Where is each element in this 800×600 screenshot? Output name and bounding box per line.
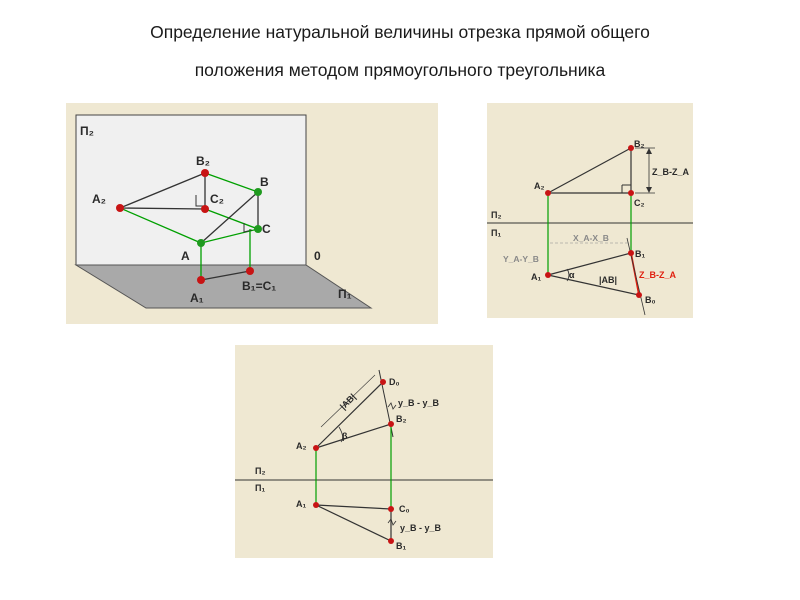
edge-a2-b2 [119, 172, 206, 209]
label-pi2: П₂ [80, 124, 94, 138]
point-b2 [201, 169, 209, 177]
title-line-2: положения методом прямоугольного треугол… [194, 60, 606, 80]
point-b1 [388, 538, 394, 544]
point-c0 [388, 506, 394, 512]
point-a1 [313, 502, 319, 508]
dim-ab [320, 374, 376, 428]
label-b1: B₁ [635, 249, 645, 259]
label-b2: B₂ [196, 154, 210, 168]
point-c2 [628, 190, 634, 196]
label-pi2: П₂ [255, 466, 265, 476]
label-dy-top: y_B - y_B [398, 398, 440, 408]
edge-a2-c2 [119, 207, 206, 210]
label-pi2: П₂ [491, 210, 501, 220]
title-line-1: Определение натуральной величины отрезка… [150, 22, 650, 42]
label-pi1: П₁ [338, 287, 352, 301]
point-b2 [628, 145, 634, 151]
frontal-plane [75, 114, 307, 266]
diagram-3d: П₂ П₁ 0 A₂ B₂ C₂ B C A A₁ B₁=C₁ [74, 114, 373, 309]
point-b1 [628, 250, 634, 256]
break-mark-bottom [387, 518, 397, 526]
label-beta: β [342, 431, 348, 441]
panel-3d-view: П₂ П₁ 0 A₂ B₂ C₂ B C A A₁ B₁=C₁ [66, 103, 438, 324]
label-a2: A₂ [92, 192, 106, 206]
label-a2: A₂ [534, 181, 545, 191]
label-pi1: П₁ [255, 483, 265, 493]
edge-a1-b1 [547, 252, 632, 276]
label-dz: Z_B-Z_A [652, 167, 690, 177]
point-b0 [636, 292, 642, 298]
break-mark-top [387, 402, 397, 410]
edge-a1-b1 [315, 504, 392, 542]
label-b: B [260, 175, 269, 189]
label-a1: A₁ [531, 272, 541, 282]
point-b [254, 188, 262, 196]
label-c: C [262, 222, 271, 236]
point-b1 [246, 267, 254, 275]
dim-arrow-down [646, 187, 652, 193]
point-c2 [201, 205, 209, 213]
label-a1: A₁ [190, 291, 204, 305]
point-a1 [197, 276, 205, 284]
point-c [254, 225, 262, 233]
dim-arrow-up [646, 148, 652, 154]
edge-a1-b0 [547, 274, 640, 296]
label-origin: 0 [314, 249, 321, 263]
label-c2: C₂ [634, 198, 645, 208]
proj-b2-b [204, 172, 259, 193]
label-b2: B₂ [396, 414, 407, 424]
label-b0: B₀ [645, 295, 656, 305]
edge-a1-b1 [200, 270, 251, 281]
label-dz-red: Z_B-Z_A [639, 270, 677, 280]
panel-projection-method: П₂ П₁ Z_B-Z_A B₂ A₂ C₂ X_A-X_B Y_A-Y_B [487, 103, 693, 318]
label-a1: A₁ [296, 499, 306, 509]
label-b1: B₁ [396, 541, 406, 551]
label-dx: X_A-X_B [573, 233, 609, 243]
label-alpha: α [569, 270, 575, 280]
point-a2 [313, 445, 319, 451]
edge-a2-d0 [315, 381, 384, 449]
label-c0: C₀ [399, 504, 410, 514]
point-b2 [388, 421, 394, 427]
edge-a1-c0 [315, 504, 392, 510]
label-b1-c1: B₁=C₁ [242, 279, 276, 293]
diagram-frontal: П₂ П₁ D₀ |AB| y_B - y_B B₂ β A₂ A₁ C₀ y_… [235, 369, 493, 551]
label-dy-bottom: y_B - y_B [400, 523, 442, 533]
label-ab: |AB| [599, 275, 617, 285]
label-a2: A₂ [296, 441, 307, 451]
angle-arc-alpha [566, 268, 570, 282]
right-angle-c2 [195, 195, 205, 207]
diagram-projections: П₂ П₁ Z_B-Z_A B₂ A₂ C₂ X_A-X_B Y_A-Y_B [487, 139, 693, 316]
edge-a2-b2 [547, 147, 632, 194]
label-b2: B₂ [634, 139, 645, 149]
horizontal-plane [74, 264, 373, 309]
panel-frontal-method: П₂ П₁ D₀ |AB| y_B - y_B B₂ β A₂ A₁ C₀ y_… [235, 345, 493, 558]
label-a: A [181, 249, 190, 263]
proj-a2-a [119, 207, 202, 244]
point-a2 [116, 204, 124, 212]
point-a1 [545, 272, 551, 278]
label-pi1: П₁ [491, 228, 501, 238]
label-d0: D₀ [389, 377, 400, 387]
edge-a-b [200, 191, 259, 244]
proj-c2-c [204, 208, 259, 230]
label-dy: Y_A-Y_B [503, 254, 539, 264]
angle-arc-beta [338, 426, 343, 443]
edge-a2-b2 [315, 423, 392, 449]
right-angle-c [243, 223, 253, 233]
point-a [197, 239, 205, 247]
point-d0 [380, 379, 386, 385]
point-a2 [545, 190, 551, 196]
label-c2: C₂ [210, 192, 224, 206]
